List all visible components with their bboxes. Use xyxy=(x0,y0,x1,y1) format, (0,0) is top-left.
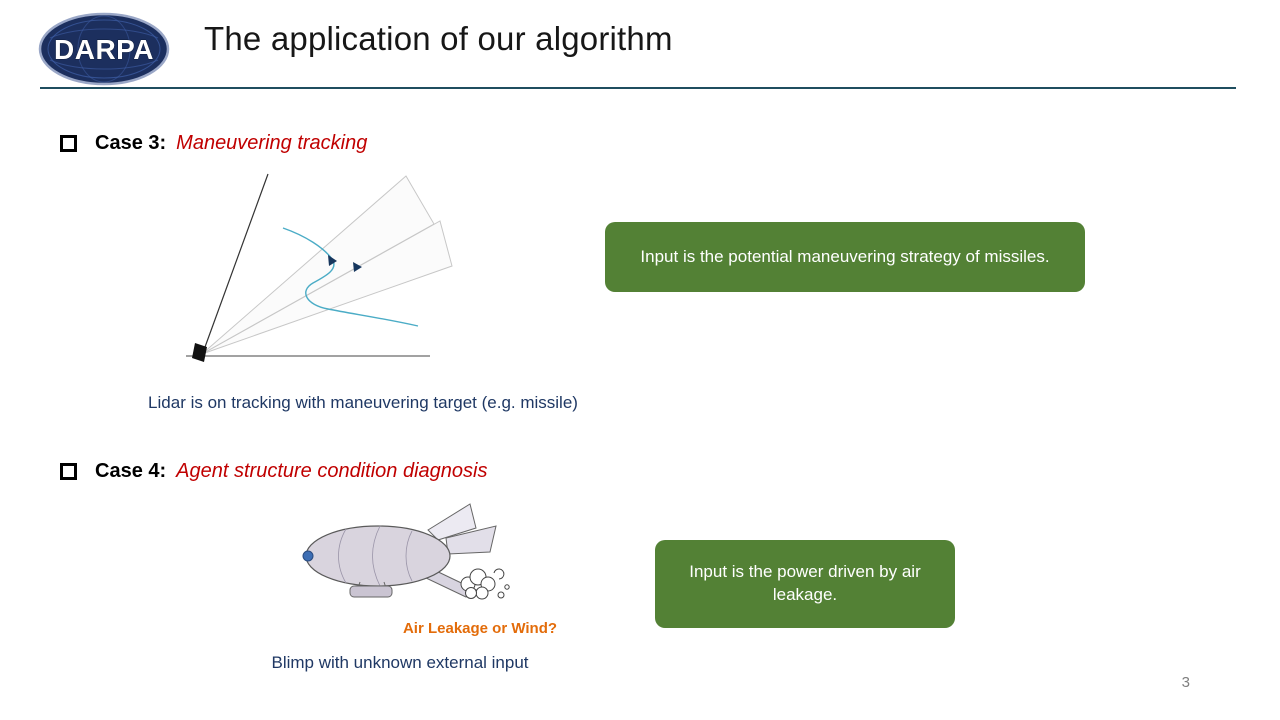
target-trajectory xyxy=(282,227,419,327)
case4-callout-text: Input is the power driven by air leakage… xyxy=(689,562,921,604)
case4-caption: Blimp with unknown external input xyxy=(271,653,529,672)
square-bullet-icon xyxy=(60,135,77,152)
case4-heading: Case 4: Agent structure condition diagno… xyxy=(60,460,487,483)
lidar-beams xyxy=(201,175,453,355)
darpa-logo-icon: DARPA xyxy=(38,12,170,86)
case4-topic: Agent structure condition diagnosis xyxy=(176,460,488,482)
page-number: 3 xyxy=(1181,674,1190,691)
case3-callout-text: Input is the potential maneuvering strat… xyxy=(640,246,1050,266)
darpa-logo-text: DARPA xyxy=(54,34,154,65)
blimp-clipart xyxy=(302,503,510,600)
boresight-line xyxy=(200,173,269,359)
darpa-logo: DARPA xyxy=(36,8,176,88)
case4-label: Case 4: xyxy=(95,460,167,482)
case3-caption: Lidar is on tracking with maneuvering ta… xyxy=(148,393,578,412)
case3-heading: Case 3: Maneuvering tracking xyxy=(60,132,367,155)
blimp-gondola xyxy=(349,581,393,598)
case3-callout: Input is the potential maneuvering strat… xyxy=(605,222,1085,292)
air-leakage-annotation: Air Leakage or Wind? xyxy=(402,620,558,637)
lidar-tracking-diagram xyxy=(186,173,453,362)
case4-callout: Input is the power driven by air leakage… xyxy=(655,540,955,628)
blimp-body xyxy=(302,525,451,587)
case3-label: Case 3: xyxy=(95,132,167,154)
title-divider xyxy=(40,87,1236,89)
page-title: The application of our algorithm xyxy=(204,20,673,57)
blimp-nose xyxy=(302,550,314,562)
case3-topic: Maneuvering tracking xyxy=(176,132,368,154)
square-bullet-icon xyxy=(60,463,77,480)
lidar-sensor-icon xyxy=(192,343,207,362)
air-puff-icon xyxy=(460,568,510,600)
